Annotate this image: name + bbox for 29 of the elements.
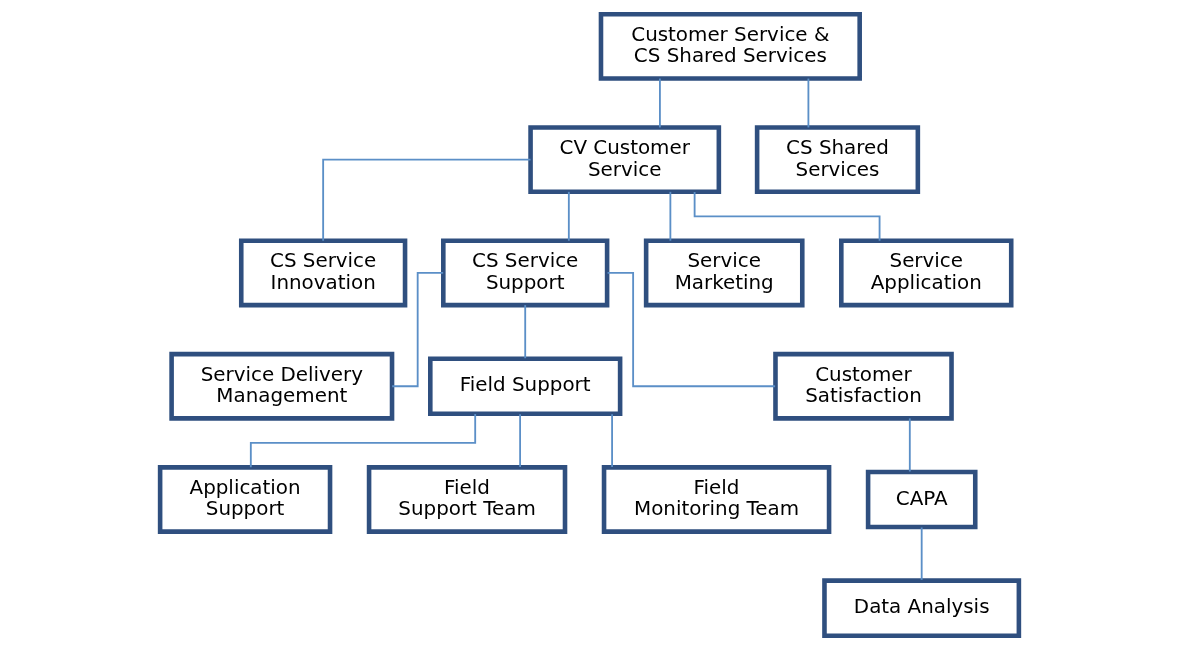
connector [668,190,671,242]
connector [567,190,570,242]
node-box: Customer Satisfaction [772,351,954,421]
node-box: CAPA [865,469,978,530]
connector [606,272,776,388]
connector [920,526,923,581]
connector [249,412,476,469]
node-box: Field Support [427,356,622,417]
connector [693,191,880,242]
node-box: Field Support Team [366,465,567,534]
node-box: CV Customer Service [527,125,721,195]
node-box: CS Service Innovation [238,238,407,308]
node-box: CS Shared Services [754,125,920,195]
connector [321,158,531,242]
node-box: Application Support [157,465,332,534]
connector [807,77,809,129]
connector [610,413,613,468]
connector [908,417,911,473]
connector [518,413,521,468]
node-box: CS Service Support [440,238,609,308]
connector [523,304,526,360]
node-box: Customer Service & CS Shared Services [598,11,862,81]
connector [658,77,661,129]
node-box: Data Analysis [821,578,1021,639]
node-box: Service Delivery Management [168,351,394,421]
node-box: Service Application [838,238,1013,308]
node-box: Field Monitoring Team [601,465,831,534]
connector [390,272,444,388]
node-box: Service Marketing [643,238,805,308]
